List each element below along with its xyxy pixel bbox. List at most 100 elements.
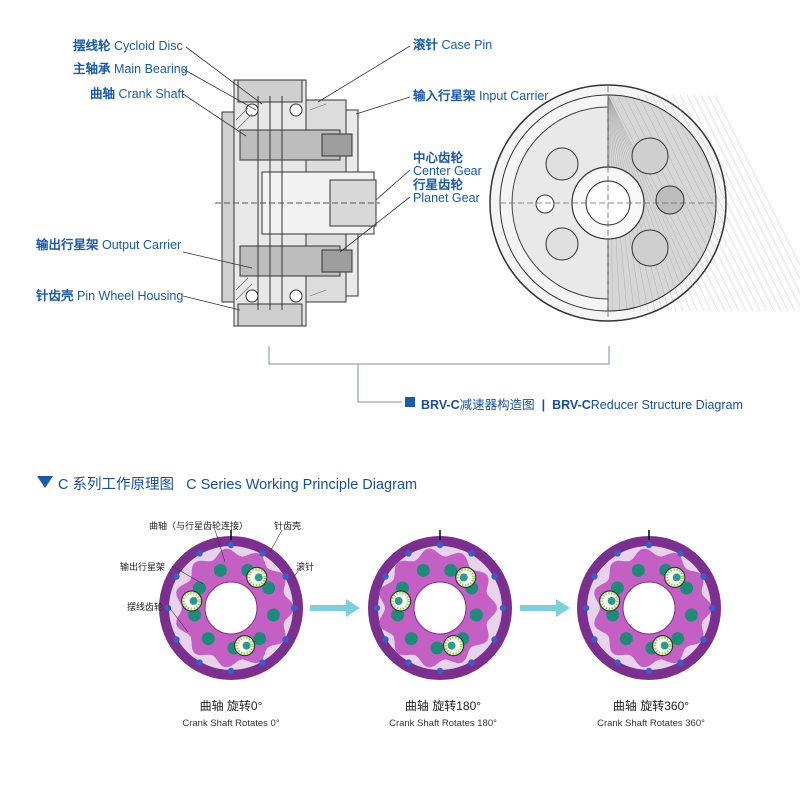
principle-wheel-2 — [577, 530, 721, 680]
label-case-pin: 滚针 Case Pin — [413, 38, 493, 52]
case-pin — [382, 573, 389, 580]
carrier-hole — [262, 581, 276, 595]
case-pin — [677, 550, 684, 557]
crank-shaft — [443, 635, 465, 657]
case-pin — [259, 550, 266, 557]
case-pin — [173, 636, 180, 643]
center-hole — [413, 581, 467, 635]
carrier-hole — [416, 563, 430, 577]
step-0-subtitle: Crank Shaft Rotates 0° — [182, 718, 280, 729]
step-180-subtitle: Crank Shaft Rotates 180° — [389, 718, 497, 729]
case-pin — [700, 636, 707, 643]
case-pin — [373, 604, 381, 612]
carrier-hole — [606, 608, 620, 622]
case-pin — [227, 541, 235, 549]
step-180-title: 曲轴 旋转180° — [404, 699, 482, 713]
case-pin — [282, 573, 289, 580]
crank-shaft — [181, 590, 203, 612]
case-pin — [436, 541, 444, 549]
label-cycloid-disc: 摆线轮 Cycloid Disc — [73, 39, 183, 53]
step-360-subtitle: Crank Shaft Rotates 360° — [597, 718, 705, 729]
plabel-pin-housing: 针齿壳 — [274, 521, 302, 531]
case-pin — [645, 667, 653, 675]
carrier-hole — [610, 581, 624, 595]
principle-diagram — [159, 529, 721, 680]
crank-shaft — [246, 566, 268, 589]
carrier-hole — [444, 563, 458, 577]
caption-bullet-square — [405, 397, 415, 407]
case-pin — [708, 604, 716, 612]
case-pin — [499, 604, 507, 612]
caption-bracket — [268, 346, 610, 403]
carrier-hole — [266, 608, 280, 622]
caption-brand-2: BRV-C — [552, 398, 591, 412]
label-input-carrier: 输入行星架 Input Carrier — [413, 89, 549, 103]
case-pin — [173, 573, 180, 580]
case-pin — [468, 550, 475, 557]
triangle-down-icon — [37, 476, 53, 488]
case-pin — [227, 667, 235, 675]
case-pin — [700, 573, 707, 580]
label-pin-wheel-housing: 针齿壳 Pin Wheel Housing — [36, 289, 184, 303]
side-section-view — [215, 79, 380, 327]
step-0-title: 曲轴 旋转0° — [199, 699, 263, 713]
case-pin — [491, 573, 498, 580]
carrier-hole — [188, 608, 202, 622]
case-pin — [582, 604, 590, 612]
carrier-hole — [201, 632, 215, 646]
case-pin — [491, 636, 498, 643]
case-pin — [645, 541, 653, 549]
plabel-crank-shaft: 曲轴（与行星齿轮连接） — [149, 521, 249, 531]
plabel-cycloid: 摆线齿轮 — [127, 602, 164, 612]
center-hole — [204, 581, 258, 635]
carrier-hole — [391, 608, 405, 622]
structure-diagram — [182, 45, 800, 407]
carrier-hole — [430, 641, 444, 655]
case-pin — [282, 636, 289, 643]
principle-wheel-1 — [368, 530, 512, 680]
center-hole — [622, 581, 676, 635]
case-pin — [164, 604, 172, 612]
crank-shaft — [664, 566, 686, 589]
carrier-hole — [619, 632, 633, 646]
principle-leaders — [167, 529, 301, 633]
carrier-hole — [253, 632, 267, 646]
crank-shaft — [652, 635, 674, 657]
carrier-hole — [680, 581, 694, 595]
carrier-hole — [631, 563, 645, 577]
caption-brand-1: BRV-C — [421, 398, 460, 412]
crank-shaft — [390, 590, 412, 612]
carrier-hole — [213, 563, 227, 577]
case-pin — [468, 659, 475, 666]
crank-shaft — [455, 566, 477, 589]
case-pin — [259, 659, 266, 666]
structure-caption: BRV-C减速器构造图 | BRV-CReducer Structure Dia… — [421, 394, 743, 413]
caption-separator: | — [541, 398, 546, 412]
case-pin — [196, 550, 203, 557]
carrier-hole — [684, 608, 698, 622]
case-pin — [677, 659, 684, 666]
case-pin — [614, 659, 621, 666]
plabel-roller-pin: 滚针 — [296, 562, 315, 572]
case-pin — [196, 659, 203, 666]
leader-lines — [182, 45, 411, 311]
arrow-right-icon — [310, 599, 360, 617]
plabel-output-carrier: 输出行星架 — [120, 562, 166, 572]
carrier-hole — [192, 581, 206, 595]
case-pin — [591, 573, 598, 580]
crank-shaft — [234, 635, 256, 657]
principle-title: C 系列工作原理图 C Series Working Principle Dia… — [58, 477, 418, 493]
principle-wheel-0 — [159, 530, 303, 680]
case-pin — [614, 550, 621, 557]
case-pin — [591, 636, 598, 643]
front-view — [489, 84, 800, 322]
label-crank-shaft: 曲轴 Crank Shaft — [90, 87, 185, 101]
case-pin — [405, 659, 412, 666]
label-main-bearing: 主轴承 Main Bearing — [73, 62, 188, 76]
crank-shaft — [599, 590, 621, 612]
step-360-title: 曲轴 旋转360° — [612, 699, 690, 713]
carrier-hole — [671, 632, 685, 646]
